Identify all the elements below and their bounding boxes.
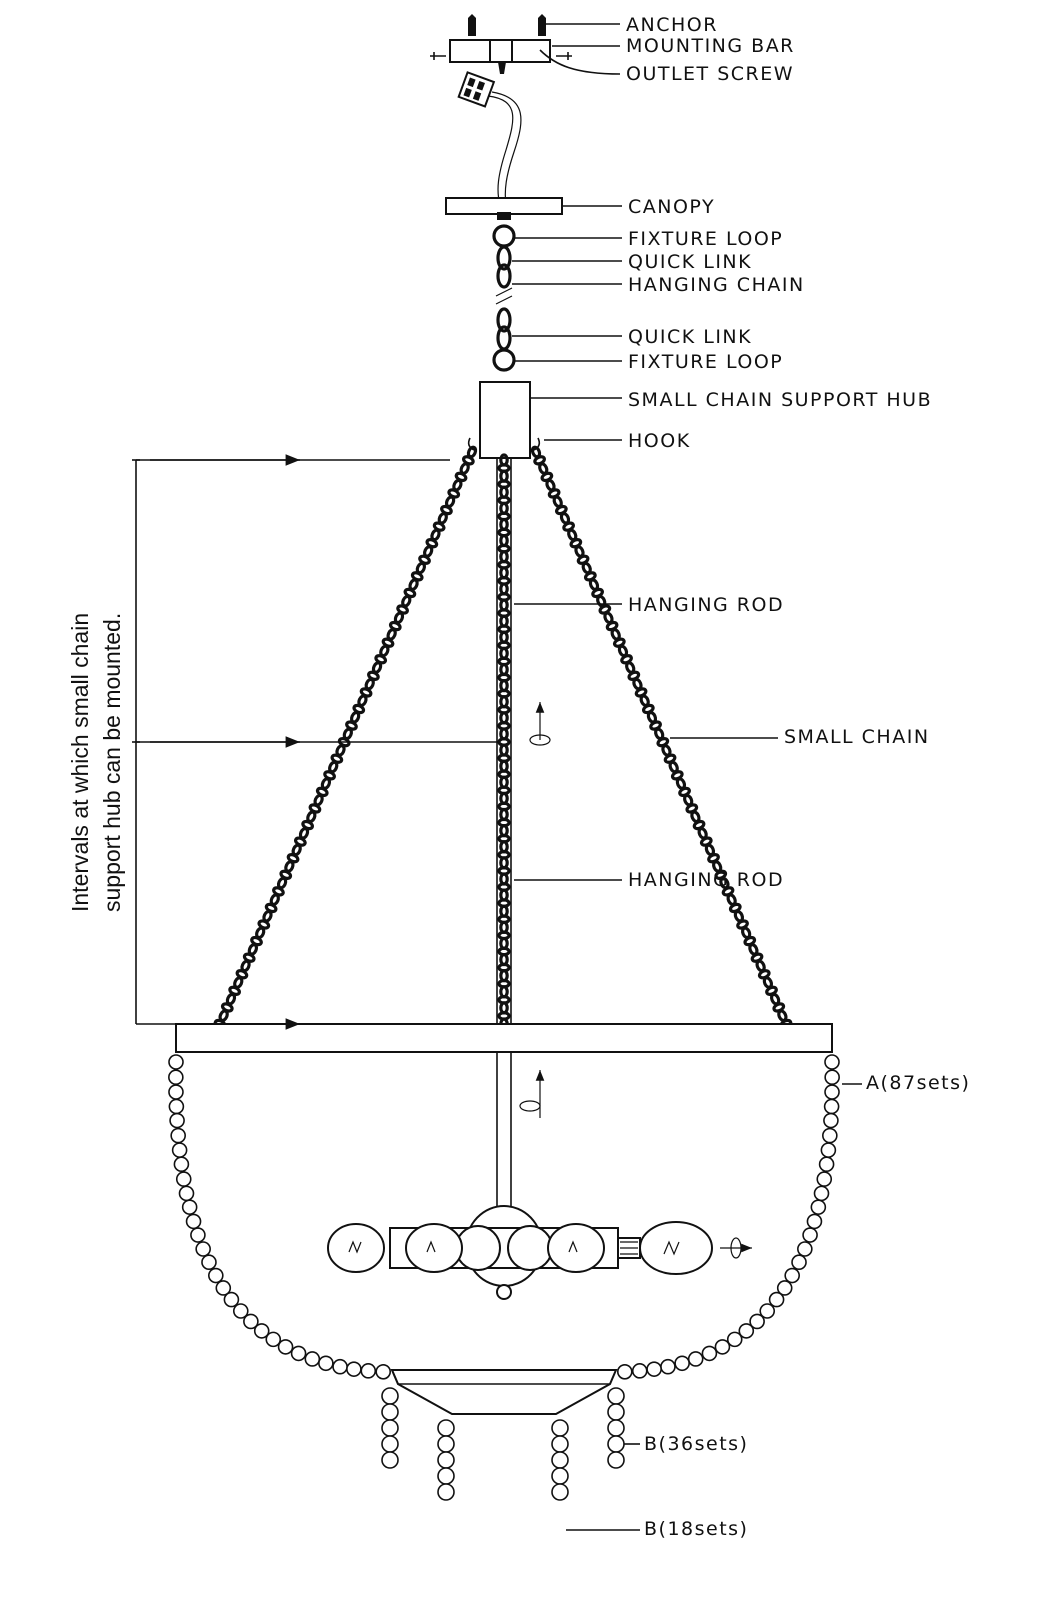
outlet-screw: [498, 62, 506, 74]
fixture-loop-top: [492, 224, 516, 248]
bulb: [617, 1221, 713, 1275]
label-hanging-rod-upper: HANGING ROD: [628, 594, 784, 616]
label-hook: HOOK: [628, 430, 691, 452]
label-fixture-loop-top: FIXTURE LOOP: [628, 228, 783, 250]
fixture-loop-bottom: [492, 348, 516, 372]
small-chain-right: [530, 445, 793, 1030]
bulb: [405, 1223, 463, 1273]
bulb: [547, 1223, 605, 1273]
rotate-arrow-icon: [519, 1070, 545, 1118]
label-canopy: CANOPY: [628, 196, 715, 218]
hanging-rod: [496, 458, 512, 1210]
label-mounting-bar: MOUNTING BAR: [626, 35, 795, 57]
small-chain-left: [213, 445, 478, 1030]
label-small-chain: SMALL CHAIN: [784, 726, 930, 748]
bead-strand-a-right: [616, 1054, 840, 1380]
rotate-arrow-icon: [529, 702, 551, 746]
hook: [533, 437, 541, 451]
label-support-hub: SMALL CHAIN SUPPORT HUB: [628, 389, 932, 411]
rotate-arrow-icon: [720, 1237, 752, 1259]
label-hanging-rod-lower: HANGING ROD: [628, 869, 784, 891]
hanging-rod-chain: [497, 453, 511, 1031]
label-anchor: ANCHOR: [626, 14, 718, 36]
mounting-hardware: [430, 14, 572, 459]
canopy: [445, 197, 563, 215]
top-ring: [175, 1023, 833, 1053]
bead-strand-a-left: [168, 1054, 392, 1380]
leader-lines: [512, 23, 862, 1531]
label-beads-b18: B(18sets): [644, 1518, 748, 1540]
interval-note-line2: support hub can be mounted.: [99, 613, 125, 912]
bulb: [327, 1223, 385, 1273]
interval-dimension: [132, 454, 500, 1030]
label-quick-link-bottom: QUICK LINK: [628, 326, 752, 348]
label-hanging-chain: HANGING CHAIN: [628, 274, 805, 296]
label-beads-b36: B(36sets): [644, 1433, 748, 1455]
small-chain-support-hub: [479, 381, 531, 459]
label-outlet-screw: OUTLET SCREW: [626, 63, 794, 85]
label-quick-link-top: QUICK LINK: [628, 251, 752, 273]
lamp-cluster: [327, 1160, 713, 1300]
anchor: [468, 14, 476, 36]
bottom-tray: [390, 1369, 618, 1415]
anchor: [538, 14, 546, 36]
interval-note-line1: Intervals at which small chain: [67, 613, 93, 912]
label-fixture-loop-bottom: FIXTURE LOOP: [628, 351, 783, 373]
label-beads-a: A(87sets): [866, 1072, 970, 1094]
hook: [467, 437, 475, 451]
